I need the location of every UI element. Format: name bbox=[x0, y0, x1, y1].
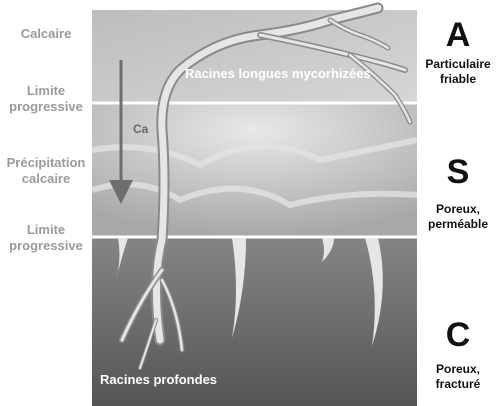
horizon-s-description: Poreux, perméable bbox=[418, 202, 498, 232]
horizon-a-layer bbox=[92, 10, 417, 102]
horizon-a-description: Particulaire friable bbox=[418, 57, 498, 87]
limite-progressive-upper-label: Limite progressive bbox=[0, 83, 92, 115]
lower-roots-label: Racines profondes bbox=[100, 372, 217, 387]
calcaire-label: Calcaire bbox=[0, 26, 92, 42]
precipitation-calcaire-label: Précipitation calcaire bbox=[0, 155, 92, 187]
horizon-s-letter: S bbox=[418, 155, 498, 189]
calcium-label: Ca bbox=[133, 122, 148, 136]
upper-roots-label: Racines longues mycorhizées bbox=[185, 66, 371, 81]
limite-progressive-lower-label: Limite progressive bbox=[0, 222, 92, 254]
horizon-c-description: Poreux, fracturé bbox=[418, 362, 498, 392]
horizon-a-letter: A bbox=[418, 18, 498, 52]
horizon-c-letter: C bbox=[418, 318, 498, 352]
